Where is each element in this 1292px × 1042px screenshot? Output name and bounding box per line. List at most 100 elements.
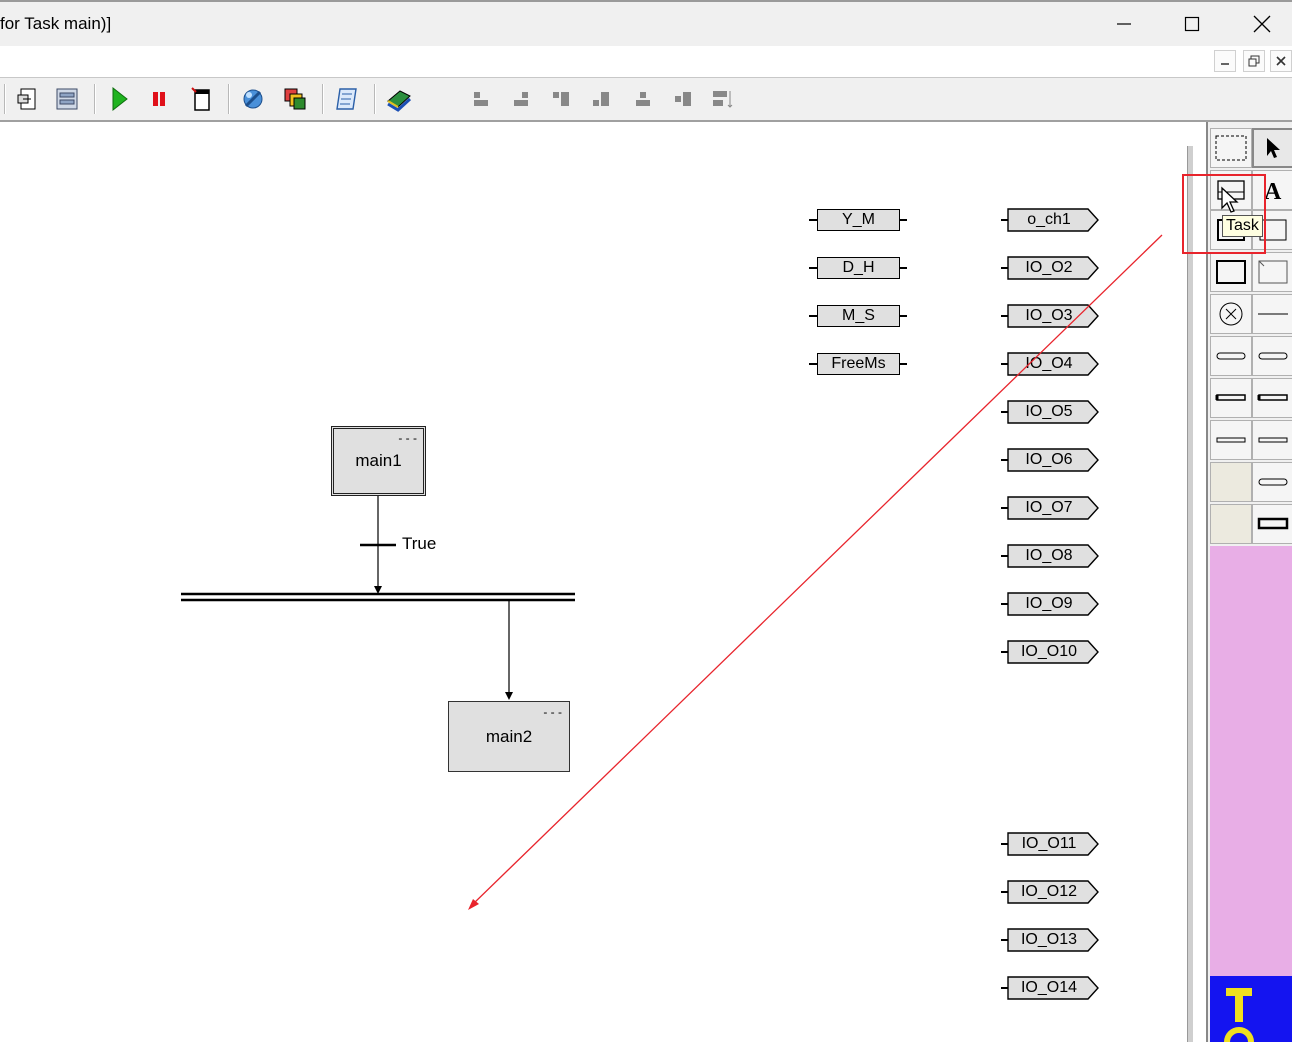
output-var[interactable]: IO_O12 <box>1020 883 1078 900</box>
pause-icon <box>153 92 165 106</box>
align-icon <box>514 92 528 106</box>
output-var[interactable]: IO_O14 <box>1020 979 1078 996</box>
svg-text:A: A <box>1264 179 1282 203</box>
toolbar-separator <box>228 84 230 114</box>
output-var[interactable]: IO_O6 <box>1025 451 1073 468</box>
output-var[interactable]: IO_O9 <box>1025 595 1073 612</box>
palette-pointer[interactable] <box>1252 128 1292 168</box>
toolbar-button-run[interactable] <box>104 84 134 114</box>
palette-enclosing-step[interactable] <box>1252 252 1292 292</box>
align-middle-button[interactable] <box>668 84 698 114</box>
align-icon <box>474 92 488 106</box>
align-top-button[interactable] <box>546 84 576 114</box>
and-divergence-icon <box>1215 394 1246 401</box>
mdi-close-button[interactable] <box>1270 50 1292 72</box>
palette-and-convergence[interactable] <box>1252 378 1292 418</box>
window-titlebar: for Task main)] <box>0 0 1292 46</box>
or-convergence-icon <box>1258 437 1288 443</box>
window-title: for Task main)] <box>0 14 112 33</box>
play-icon <box>112 86 128 112</box>
toolbar-button-library[interactable] <box>384 84 414 114</box>
output-var[interactable]: IO_O11 <box>1021 835 1077 852</box>
align-icon <box>675 92 691 106</box>
output-var[interactable]: IO_O4 <box>1025 355 1073 372</box>
text-tool-icon: A <box>1264 179 1282 203</box>
toolbar-button-monitor[interactable] <box>238 84 268 114</box>
layout-icon <box>56 88 78 110</box>
diagram-canvas[interactable]: main1 - - - True main2 - - - Y_M D_H M_S… <box>0 122 1178 1042</box>
maximize-icon <box>1184 16 1200 32</box>
step-main1[interactable]: main1 - - - <box>331 426 426 496</box>
line-icon <box>1258 313 1288 315</box>
toolbar-separator <box>94 84 96 114</box>
monitor-icon <box>243 89 263 109</box>
toolbar-separator <box>374 84 376 114</box>
step-main2[interactable]: main2 - - - <box>448 701 570 772</box>
logo-glyph-icon <box>1224 988 1254 1042</box>
palette-blue-panel <box>1210 976 1292 1042</box>
palette-action[interactable] <box>1252 504 1292 544</box>
toolbar-button-stop[interactable] <box>186 84 216 114</box>
align-icon <box>636 92 650 106</box>
toolbar-button-pause[interactable] <box>144 84 174 114</box>
palette-jump[interactable] <box>1210 294 1252 334</box>
palette-or-convergence[interactable] <box>1252 420 1292 460</box>
output-var[interactable]: IO_O3 <box>1025 307 1073 324</box>
align-left-button[interactable] <box>466 84 496 114</box>
palette-text[interactable]: A <box>1252 170 1292 210</box>
output-var[interactable]: IO_O5 <box>1025 403 1073 420</box>
output-var[interactable]: IO_O2 <box>1025 259 1073 276</box>
palette-line[interactable] <box>1252 294 1292 334</box>
palette-and-divergence[interactable] <box>1210 378 1252 418</box>
align-right-button[interactable] <box>506 84 536 114</box>
palette-transition[interactable] <box>1252 462 1292 502</box>
mdi-restore-button[interactable] <box>1243 50 1265 72</box>
marquee-icon <box>1215 135 1247 161</box>
palette-task[interactable] <box>1210 170 1252 210</box>
palette-empty <box>1210 504 1252 544</box>
script-icon <box>336 88 357 110</box>
minimize-button[interactable] <box>1094 2 1154 46</box>
mdi-minimize-button[interactable] <box>1214 50 1236 72</box>
input-var[interactable]: FreeMs <box>817 353 900 375</box>
input-var[interactable]: D_H <box>817 257 900 279</box>
align-center-button[interactable] <box>628 84 658 114</box>
close-button[interactable] <box>1232 2 1292 46</box>
input-var[interactable]: Y_M <box>817 209 900 231</box>
palette-empty <box>1210 462 1252 502</box>
input-var[interactable]: M_S <box>817 305 900 327</box>
palette-or-divergence[interactable] <box>1210 420 1252 460</box>
palette-initial-step[interactable] <box>1210 252 1252 292</box>
output-var[interactable]: IO_O10 <box>1020 643 1078 660</box>
transition-icon <box>1258 478 1288 486</box>
vertical-scrollbar[interactable] <box>1178 122 1206 1042</box>
align-bottom-button[interactable] <box>586 84 616 114</box>
palette-divergence[interactable] <box>1210 336 1252 376</box>
toolbar-button-windows[interactable] <box>280 84 310 114</box>
palette-convergence[interactable] <box>1252 336 1292 376</box>
distribute-button[interactable] <box>708 84 738 114</box>
align-icon <box>593 92 609 106</box>
toolbar-button-import[interactable] <box>12 84 42 114</box>
toolbar-button-script[interactable] <box>332 84 362 114</box>
output-var[interactable]: o_ch1 <box>1027 211 1071 228</box>
divergence-icon <box>1216 352 1246 360</box>
transition-label: True <box>402 534 437 553</box>
circle-x-icon <box>1219 302 1243 326</box>
palette-select-area[interactable] <box>1210 128 1252 168</box>
toolbar <box>0 78 1292 122</box>
mdi-bar <box>0 46 1292 78</box>
scrollbar-track[interactable] <box>1187 146 1193 1042</box>
align-icon <box>553 92 569 106</box>
maximize-button[interactable] <box>1162 2 1222 46</box>
output-var[interactable]: IO_O7 <box>1025 499 1073 516</box>
toolbar-button-layout[interactable] <box>52 84 82 114</box>
step-marker: - - - <box>398 431 417 445</box>
output-var[interactable]: IO_O13 <box>1020 931 1078 948</box>
import-icon <box>17 88 36 110</box>
toolbar-separator <box>322 84 324 114</box>
annotation-highlight-box <box>1182 174 1266 254</box>
enclosing-step-icon <box>1258 260 1288 284</box>
pointer-icon <box>1267 138 1280 158</box>
output-var[interactable]: IO_O8 <box>1025 547 1073 564</box>
